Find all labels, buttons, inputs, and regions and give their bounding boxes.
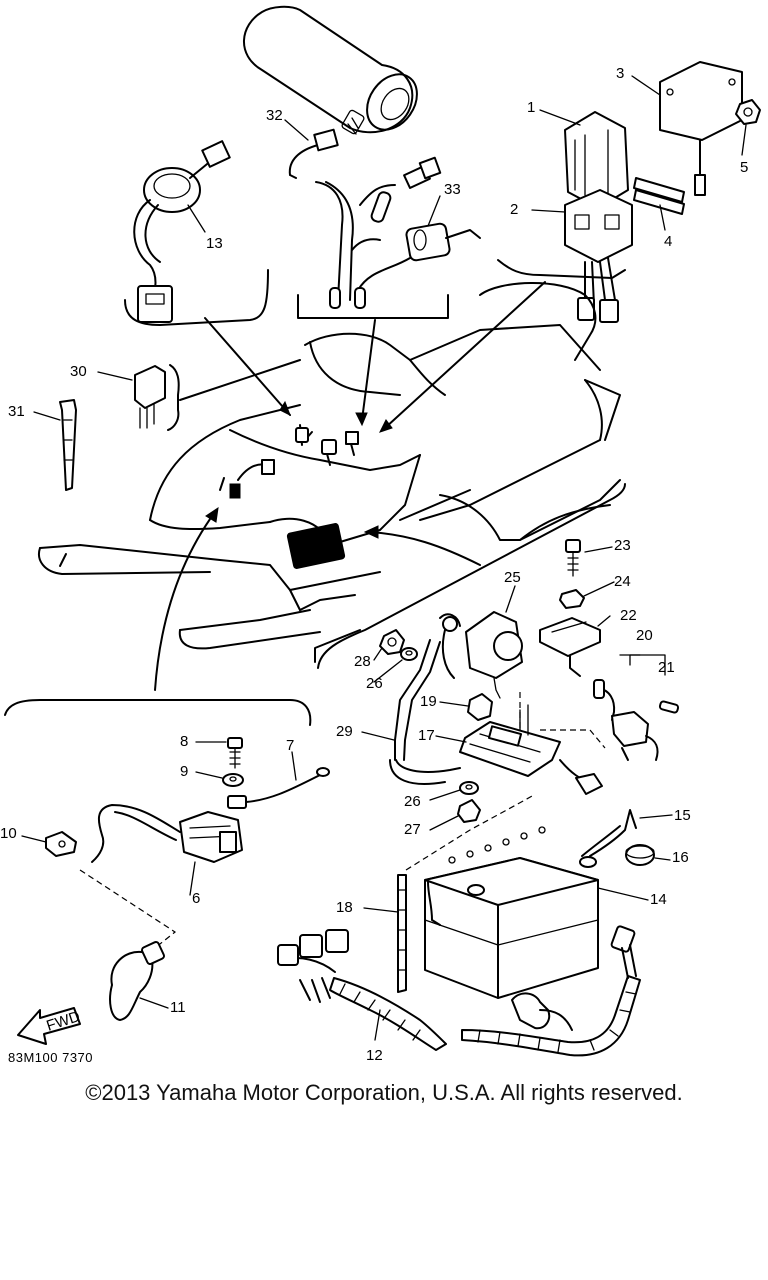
lead-7: [227, 767, 330, 809]
callout-21: 21: [658, 659, 675, 676]
callout-31: 31: [8, 403, 25, 420]
callout-2: 2: [510, 201, 518, 218]
body-detail-parts: [219, 424, 359, 499]
cdi-bracket: [659, 61, 743, 196]
callout-28: 28: [354, 653, 371, 670]
callout-10: 10: [0, 825, 17, 842]
callout-11: 11: [170, 999, 186, 1016]
starter-relay: [394, 611, 523, 761]
fuse-holder-20: [593, 654, 680, 761]
callout-14: 14: [650, 891, 667, 908]
callout-20: 20: [636, 627, 653, 644]
nut-19: [467, 693, 493, 721]
callout-25: 25: [504, 569, 521, 586]
callout-leaders: [21, 75, 747, 1041]
battery: [424, 809, 637, 999]
callout-16: 16: [672, 849, 689, 866]
callout-30: 30: [70, 363, 87, 380]
callout-18: 18: [336, 899, 353, 916]
callout-labels: 1 2 3 4 5 6 7 8 9 10 11 12 13 14 15 16 1…: [0, 65, 748, 1064]
relay: [134, 365, 166, 429]
callout-6: 6: [192, 890, 200, 907]
battery-cable-29: [389, 759, 461, 785]
leader-lines: [154, 281, 546, 691]
main-switch: [133, 140, 231, 323]
nut-24: [559, 589, 585, 609]
callout-27: 27: [404, 821, 421, 838]
battery-bracket: [459, 692, 606, 795]
copyright-notice: ©2013 Yamaha Motor Corporation, U.S.A. A…: [85, 1080, 683, 1105]
callout-8: 8: [180, 733, 188, 750]
callout-1: 1: [527, 99, 535, 116]
cdi-unit: [564, 111, 633, 323]
callout-19: 19: [420, 693, 437, 710]
callout-29: 29: [336, 723, 353, 740]
band-18: [397, 795, 533, 993]
fwd-arrow: FWD: [17, 1007, 82, 1045]
nut-27: [457, 799, 481, 823]
nut-26a: [400, 647, 418, 661]
clamp: [633, 177, 685, 215]
callout-26b: 26: [404, 793, 421, 810]
diagram-code: 83M100 7370: [8, 1050, 94, 1065]
stop-switch-lead: [288, 128, 481, 309]
ignition-coil: [91, 804, 243, 863]
lower-right-group: [277, 483, 680, 1057]
nut-28: [379, 629, 405, 655]
callout-17: 17: [418, 727, 435, 744]
bolt-8: [227, 737, 243, 769]
snowmobile-body: [38, 282, 621, 663]
callout-9: 9: [180, 763, 188, 780]
lower-left-group: [4, 699, 330, 1021]
clip-10: [45, 831, 77, 857]
nut-26b: [459, 781, 479, 795]
callout-26a: 26: [366, 675, 383, 692]
callout-5: 5: [740, 159, 748, 176]
handlebar-grip: [243, 5, 418, 135]
nut-5: [735, 99, 761, 125]
callout-7: 7: [286, 737, 294, 754]
callout-3: 3: [616, 65, 624, 82]
wire-harness: [277, 925, 641, 1057]
callout-32: 32: [266, 107, 283, 124]
callout-4: 4: [664, 233, 672, 250]
callout-12: 12: [366, 1047, 383, 1064]
callout-15: 15: [674, 807, 691, 824]
washer-9: [222, 773, 244, 787]
cushion-16: [625, 844, 655, 866]
callout-13: 13: [206, 235, 223, 252]
plug-cap: [109, 941, 165, 1021]
bolt-23: [565, 539, 581, 577]
callout-24: 24: [614, 573, 631, 590]
callout-33: 33: [444, 181, 461, 198]
parts-diagram: FWD: [0, 5, 761, 1064]
group-brackets: [124, 259, 626, 431]
callout-22: 22: [620, 607, 637, 624]
bracket-22: [539, 617, 601, 677]
svg-text:FWD: FWD: [44, 1008, 82, 1035]
band: [59, 399, 77, 491]
callout-23: 23: [614, 537, 631, 554]
